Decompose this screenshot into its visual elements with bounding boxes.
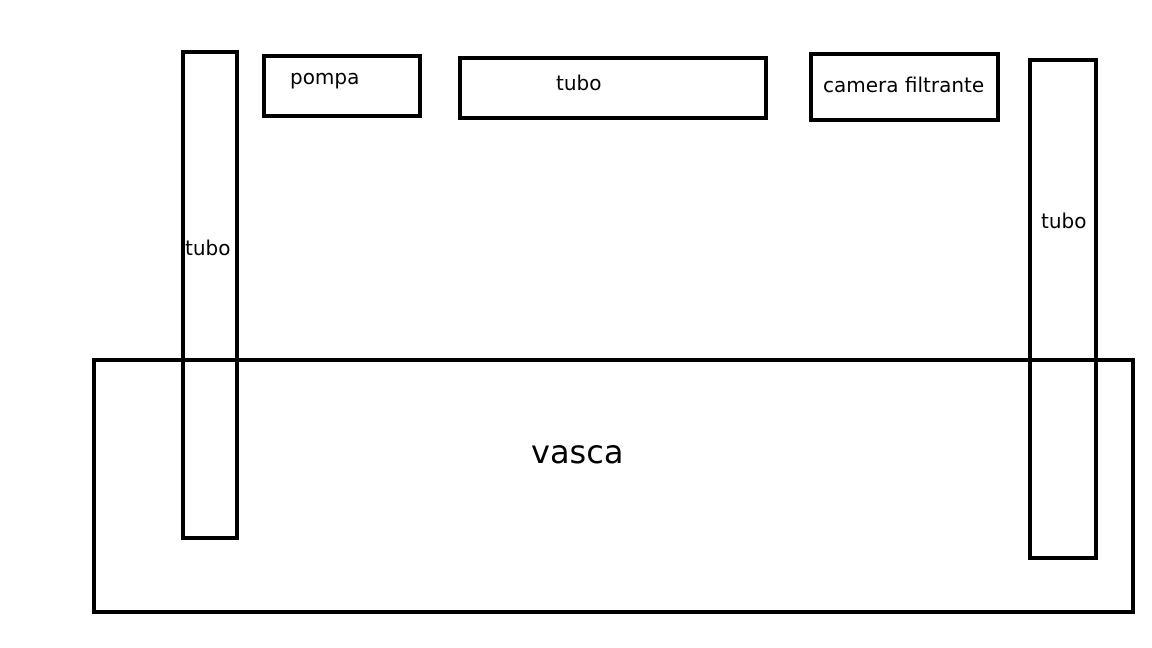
- pump-box: [262, 54, 422, 118]
- left-pipe-label: tubo: [185, 236, 231, 260]
- right-pipe-box: [1028, 58, 1098, 560]
- tank-box: [92, 358, 1135, 614]
- top-pipe-box: [458, 56, 768, 120]
- filter-chamber-box: [809, 52, 1000, 122]
- pump-label: pompa: [290, 65, 360, 89]
- filter-chamber-label: camera filtrante: [823, 73, 985, 97]
- right-pipe-label: tubo: [1041, 209, 1087, 233]
- top-pipe-label: tubo: [556, 71, 602, 95]
- tank-label: vasca: [531, 433, 624, 471]
- left-pipe-box: [181, 50, 239, 540]
